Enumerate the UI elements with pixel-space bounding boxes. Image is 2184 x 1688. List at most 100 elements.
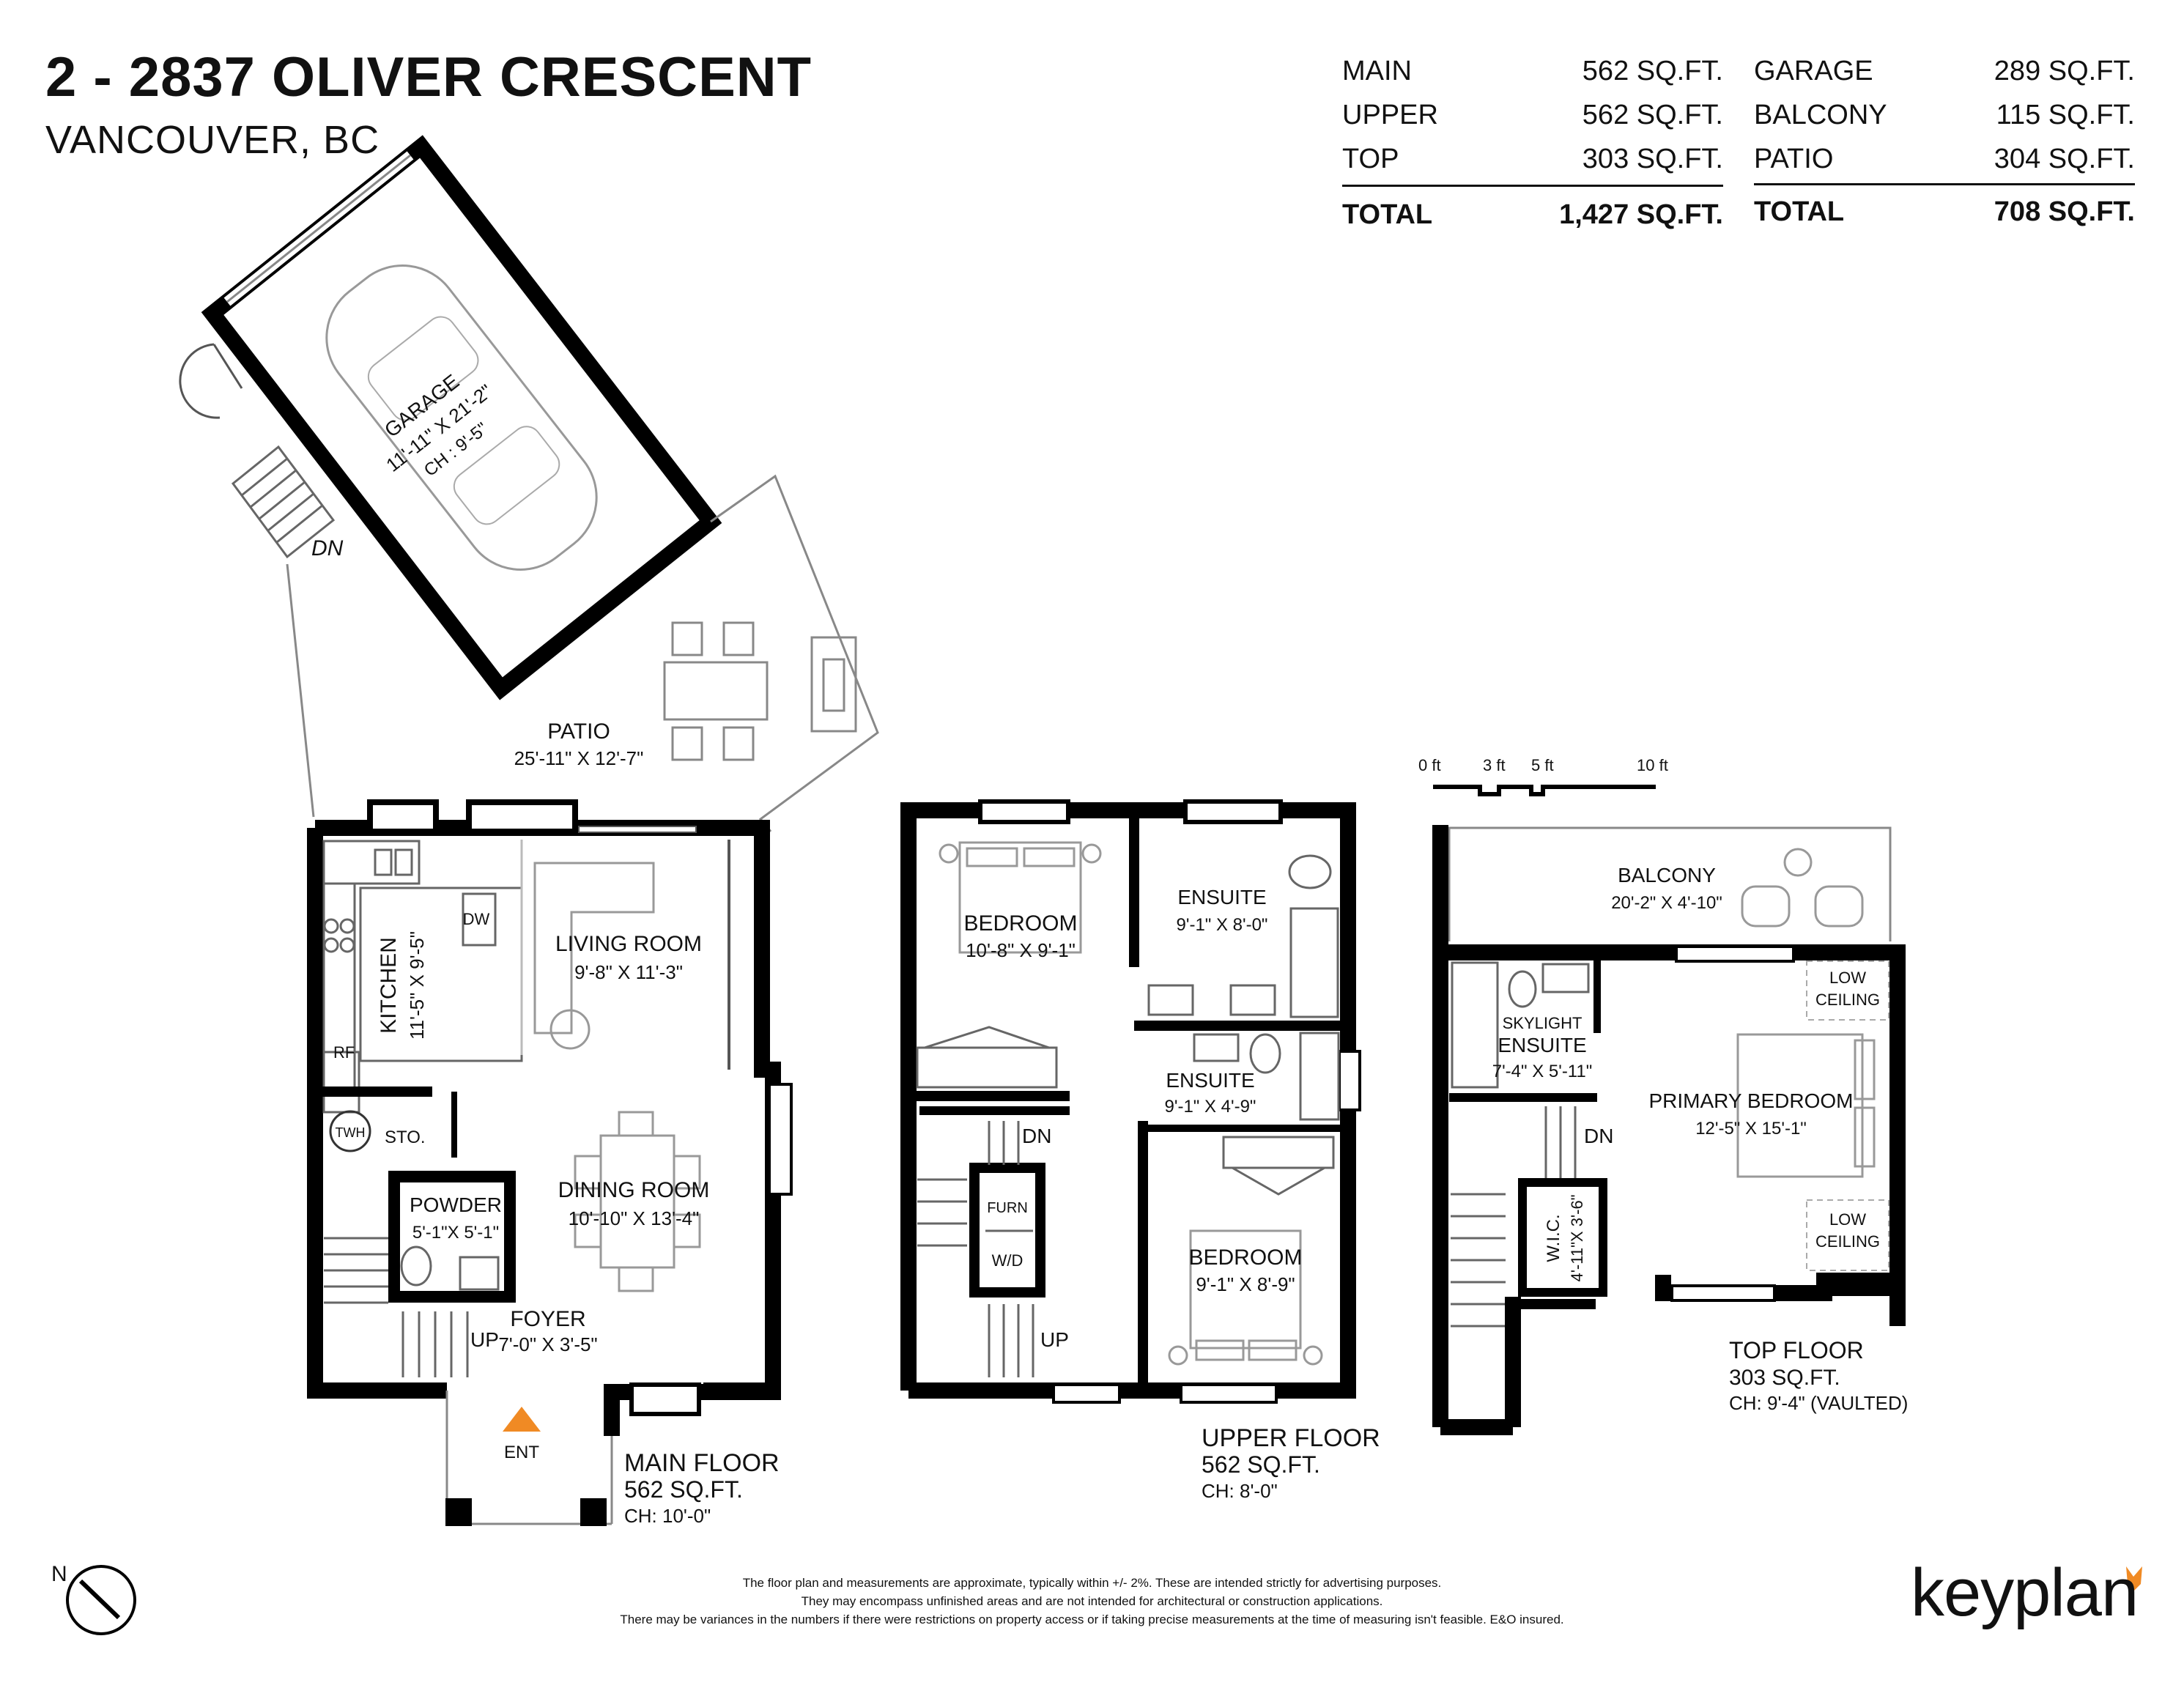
foyer-label: FOYER <box>510 1307 585 1331</box>
upper-stair-dn-label: DN <box>1022 1125 1051 1147</box>
divider <box>1754 183 2135 185</box>
bbq-grill-icon <box>810 636 857 733</box>
top-floor-area: 303 SQ.FT. <box>1729 1366 1840 1390</box>
wic-dims: 4'-11"X 3'-6" <box>1568 1194 1586 1281</box>
balcony-outline <box>1448 826 1892 941</box>
ensuite2-fixtures <box>1193 1032 1340 1121</box>
divider <box>1342 185 1723 187</box>
page-subtitle: VANCOUVER, BC <box>45 118 380 162</box>
dishwasher-label: DW <box>463 910 490 928</box>
main-stair-up-label: UP <box>470 1328 499 1351</box>
top-floor-title: TOP FLOOR <box>1729 1337 1864 1363</box>
garage-area: GARAGE 11'-11" X 21'-2" CH : 9'-5" DN <box>179 135 722 700</box>
window <box>1338 1050 1361 1111</box>
compass-north-label: N <box>51 1562 67 1586</box>
fridge-label: RF <box>333 1043 355 1062</box>
low-ceiling-label: CEILING <box>1815 991 1880 1009</box>
dining-room-label: DINING ROOM <box>558 1178 710 1202</box>
window <box>1180 1383 1278 1404</box>
ensuite2-dims: 9'-1" X 4'-9" <box>1165 1097 1256 1117</box>
main-floor-title: MAIN FLOOR <box>624 1449 780 1477</box>
low-ceiling-zone <box>1806 1199 1889 1271</box>
disclaimer-line: The floor plan and measurements are appr… <box>742 1576 1442 1590</box>
garage-stairs <box>231 445 336 559</box>
area-label: PATIO <box>1754 144 1834 174</box>
primary-bedroom-label: PRIMARY BEDROOM <box>1648 1089 1853 1112</box>
area-label: BALCONY <box>1754 100 1887 130</box>
top-ensuite-dims: 7'-4" X 5'-11" <box>1492 1062 1593 1081</box>
low-ceiling-label: LOW <box>1829 1210 1866 1229</box>
window <box>1183 799 1283 824</box>
scale-bar: 0 ft 3 ft 5 ft 10 ft <box>1418 756 1668 796</box>
disclaimer-line: They may encompass unfinished areas and … <box>801 1594 1383 1608</box>
area-label: UPPER <box>1342 100 1438 130</box>
bedroom2-label: BEDROOM <box>1188 1245 1302 1270</box>
area-value: 562 SQ.FT. <box>1582 56 1723 86</box>
window <box>466 799 578 834</box>
bedroom1-label: BEDROOM <box>963 911 1077 936</box>
window <box>768 1083 793 1196</box>
area-total-value: 1,427 SQ.FT. <box>1559 199 1723 230</box>
top-ensuite-label: ENSUITE <box>1498 1034 1586 1056</box>
ensuite1-label: ENSUITE <box>1177 886 1266 908</box>
balcony-dims: 20'-2" X 4'-10" <box>1611 893 1722 913</box>
upper-stair-up-label: UP <box>1040 1328 1069 1351</box>
entry-marker-icon <box>503 1407 541 1432</box>
wic-walls <box>1518 1178 1607 1297</box>
area-value: 303 SQ.FT. <box>1582 144 1723 174</box>
ensuite1-dims: 9'-1" X 8'-0" <box>1177 915 1268 935</box>
balcony-chairs <box>1741 848 1864 928</box>
kitchen-label: KITCHEN <box>377 937 401 1034</box>
window <box>978 799 1070 824</box>
living-room-label: LIVING ROOM <box>555 932 702 956</box>
window <box>1052 1383 1121 1404</box>
sliding-door <box>578 826 697 833</box>
window <box>1670 1284 1776 1302</box>
area-label: GARAGE <box>1754 56 1873 86</box>
balcony-label: BALCONY <box>1618 864 1716 886</box>
garage-side-door <box>179 343 221 419</box>
patio-table <box>663 621 769 761</box>
window <box>367 799 439 834</box>
patio-label: PATIO <box>547 719 610 744</box>
low-ceiling-label: CEILING <box>1815 1232 1880 1251</box>
furnace-label: FURN <box>987 1200 1028 1216</box>
ensuite1-fixtures <box>1147 854 1339 1018</box>
patio-area: PATIO 25'-11" X 12'-7" <box>286 474 879 832</box>
upper-floor-area: 562 SQ.FT. <box>1202 1451 1320 1478</box>
page-title: 2 - 2837 OLIVER CRESCENT <box>45 46 812 108</box>
top-floor-plan: BALCONY 20'-2" X 4'-10" SKYLIGHT ENSUITE… <box>1432 825 1908 1435</box>
bed-icon <box>1736 1033 1876 1178</box>
kitchen-dims: 11'-5" X 9'-5" <box>406 931 428 1040</box>
garage-stair-label: DN <box>311 536 344 560</box>
area-label: TOP <box>1342 144 1399 174</box>
twh-label: TWH <box>336 1125 366 1140</box>
main-floor-plan: DW RF KITCHEN 11'-5" X 9'-5" LIVING ROOM… <box>307 799 793 1527</box>
storage-label: STO. <box>385 1128 426 1147</box>
powder-room-walls <box>388 1171 516 1303</box>
north-compass: N <box>51 1562 136 1635</box>
scale-tick-label: 3 ft <box>1483 756 1506 774</box>
disclaimer-line: There may be variances in the numbers if… <box>620 1613 1564 1626</box>
water-heater-icon <box>329 1110 371 1152</box>
top-stairs <box>1451 1106 1577 1328</box>
bed-icon <box>1168 1229 1323 1366</box>
scale-tick-label: 5 ft <box>1531 756 1554 774</box>
upper-floor-plan: BEDROOM 10'-8" X 9'-1" ENSUITE 9'-1" X 8… <box>900 799 1380 1502</box>
bedroom1-dims: 10'-8" X 9'-1" <box>966 939 1076 961</box>
brand-logo: keyplan <box>1911 1555 2139 1630</box>
car-icon <box>325 264 598 571</box>
primary-bedroom-dims: 12'-5" X 15'-1" <box>1695 1119 1807 1139</box>
area-value: 304 SQ.FT. <box>1994 144 2135 174</box>
top-ensuite-fixtures <box>1451 961 1590 1089</box>
bedroom2-dims: 9'-1" X 8'-9" <box>1196 1273 1295 1295</box>
low-ceiling-label: LOW <box>1829 969 1866 987</box>
main-floor-ch: CH: 10'-0" <box>624 1505 711 1527</box>
dining-table <box>574 1111 701 1292</box>
entry-porch <box>445 1391 613 1526</box>
closet <box>1222 1136 1335 1196</box>
entry-label: ENT <box>504 1443 539 1462</box>
main-stairs <box>324 1237 469 1377</box>
